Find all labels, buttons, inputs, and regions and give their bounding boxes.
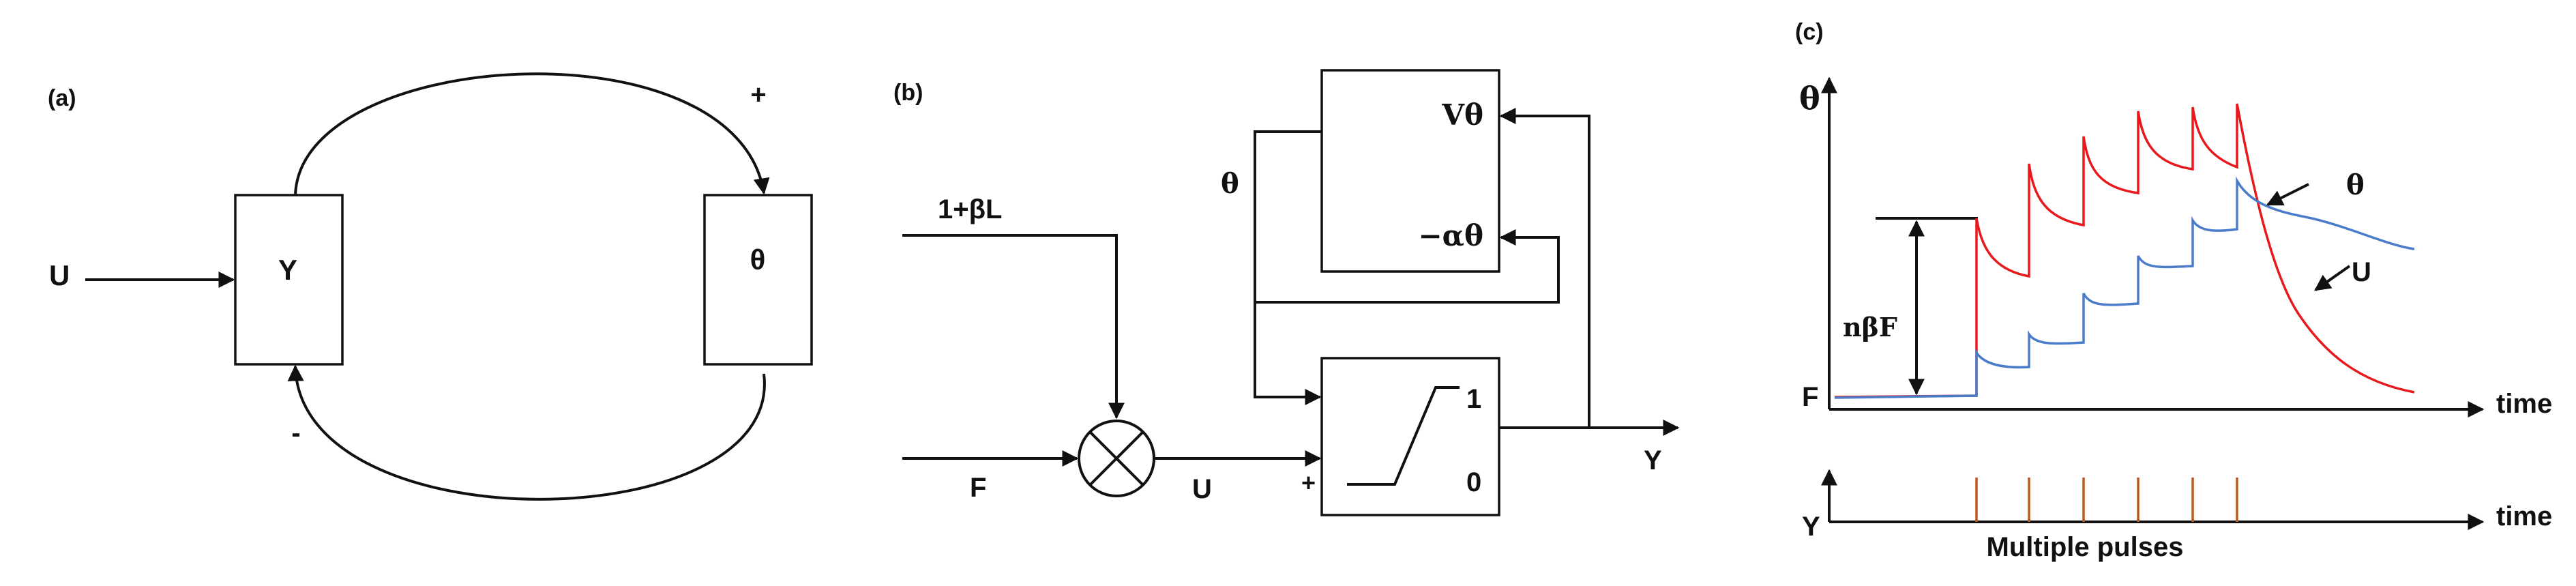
panel-b-tag: (b) [893,80,923,106]
positive-feedback-arc [294,72,770,196]
negative-sign: - [291,418,300,448]
positive-sign: + [750,80,766,110]
pulses-caption: Multiple pulses [1987,532,2184,562]
saturation-low: 0 [1466,467,1481,497]
u-leader [2314,265,2351,291]
alpha-theta-port: −αθ [1418,219,1483,252]
panel-c-tag: (c) [1795,19,1824,45]
block-y-label: Y [278,254,297,286]
pulse-train [1975,478,2238,522]
u-curve [1834,103,2415,398]
input-u-label: U [49,259,70,291]
nbf-label: nβF [1843,312,1897,342]
saturation-block [1320,357,1500,516]
theta-curve [1834,176,2415,399]
saturation-high: 1 [1466,384,1481,414]
v-theta-port: Vθ [1441,98,1483,132]
panel-c: (c) θ time F nβF θ U Y time Multiple pul… [1795,19,2552,562]
v-feedback-line [1499,108,1590,428]
u-signal-label: U [1192,474,1212,504]
negative-feedback-arc [287,364,766,501]
multiplier-cross-b [1089,430,1144,486]
block-y [234,194,344,366]
gain-input-label: 1+βL [938,194,1002,224]
gain-input-line [902,234,1125,420]
theta-axis-label: θ [1799,80,1820,117]
panel-a: (a) U Y θ + - [48,72,813,501]
alpha-feedback-line [1255,229,1560,304]
plus-sign: + [1301,469,1316,497]
time-label-bottom: time [2496,501,2552,531]
panel-b: (b) Vθ −αθ θ 1+βL F U + 1 0 Y [893,69,1680,516]
theta-signal-label: θ [1221,168,1239,200]
saturation-curve [1347,386,1460,486]
integrator-block [1320,69,1500,273]
theta-curve-label: θ [2346,169,2365,201]
theta-signal-line [1254,130,1322,405]
f-input-label: F [970,473,986,503]
theta-leader [2266,183,2309,206]
block-theta [703,194,813,366]
panel-a-tag: (a) [48,85,76,111]
block-theta-label: θ [750,244,766,276]
u-curve-label: U [2352,257,2371,287]
time-label-top: time [2496,389,2552,419]
y-output-label: Y [1644,445,1662,475]
f-level-label: F [1802,382,1818,412]
y-axis-label: Y [1802,512,1820,542]
